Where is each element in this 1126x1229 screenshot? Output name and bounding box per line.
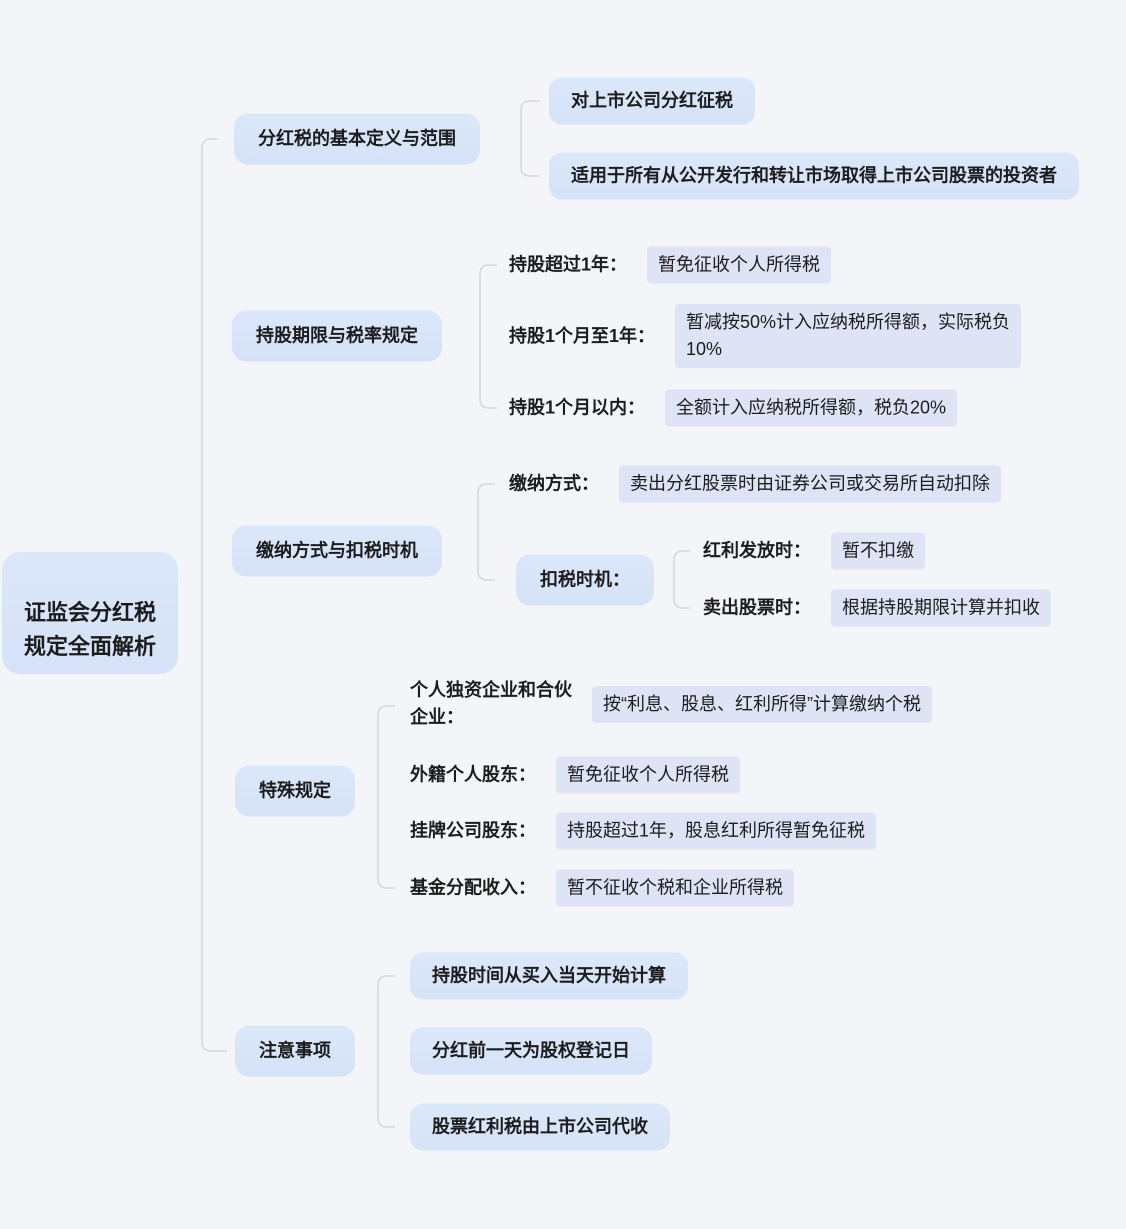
leaf-tax-collected-by-listed-company[interactable]: 股票红利税由上市公司代收 — [410, 1103, 670, 1151]
branch-notes[interactable]: 注意事项 — [235, 1025, 355, 1077]
row-fund-distribution-income[interactable]: 基金分配收入： 暂不征收个税和企业所得税 — [410, 869, 794, 907]
row-sole-proprietorship-partnership[interactable]: 个人独资企业和合伙 企业： 按“利息、股息、红利所得”计算缴纳个税 — [410, 677, 932, 731]
connector-branch3-children — [477, 483, 495, 581]
leaf-label: 分红前一天为股权登记日 — [432, 1040, 630, 1061]
root-label: 证监会分红税 规定全面解析 — [24, 600, 157, 659]
connector-branch1-children — [520, 100, 540, 177]
row-label: 持股1个月至1年： — [509, 325, 656, 346]
row-value-highlight: 按“利息、股息、红利所得”计算缴纳个税 — [592, 685, 932, 723]
connector-trunk — [201, 138, 227, 1052]
branch-payment-withholding[interactable]: 缴纳方式与扣税时机 — [232, 525, 442, 577]
row-dividend-payment-time[interactable]: 红利发放时： 暂不扣缴 — [703, 532, 925, 570]
row-label: 个人独资企业和合伙 企业： — [410, 680, 572, 727]
row-value-highlight: 暂不扣缴 — [831, 532, 925, 570]
branch-special-rules[interactable]: 特殊规定 — [235, 765, 355, 817]
connector-branch4-children — [377, 705, 395, 889]
row-label: 外籍个人股东： — [410, 764, 536, 785]
row-label: 红利发放时： — [703, 540, 811, 561]
leaf-applicable-investors[interactable]: 适用于所有从公开发行和转让市场取得上市公司股票的投资者 — [549, 152, 1079, 200]
leaf-label: 对上市公司分红征税 — [571, 90, 733, 111]
row-payment-method[interactable]: 缴纳方式： 卖出分红股票时由证券公司或交易所自动扣除 — [509, 465, 1001, 503]
connector-withholding-children — [673, 550, 690, 609]
leaf-label: 持股时间从买入当天开始计算 — [432, 965, 666, 986]
row-value-highlight: 暂减按50%计入应纳税所得额，实际税负 10% — [675, 304, 1022, 368]
row-value-highlight: 卖出分红股票时由证券公司或交易所自动扣除 — [619, 465, 1001, 503]
leaf-label: 股票红利税由上市公司代收 — [432, 1116, 648, 1137]
root-node[interactable]: 证监会分红税 规定全面解析 — [2, 552, 179, 674]
branch-label: 特殊规定 — [259, 780, 331, 801]
branch-definition-scope[interactable]: 分红税的基本定义与范围 — [234, 113, 480, 165]
row-value-highlight: 暂免征收个人所得税 — [647, 246, 832, 284]
row-value-highlight: 暂不征收个税和企业所得税 — [556, 869, 794, 907]
connector-branch2-children — [479, 264, 497, 409]
row-label: 挂牌公司股东： — [410, 820, 536, 841]
row-label: 基金分配收入： — [410, 877, 536, 898]
row-label: 持股1个月以内： — [509, 397, 646, 418]
row-value-highlight: 根据持股期限计算并扣收 — [831, 589, 1051, 627]
row-listed-otc-shareholder[interactable]: 挂牌公司股东： 持股超过1年，股息红利所得暂免征税 — [410, 812, 877, 850]
branch-label: 缴纳方式与扣税时机 — [256, 540, 418, 561]
row-holding-within-1month[interactable]: 持股1个月以内： 全额计入应纳税所得额，税负20% — [509, 389, 958, 427]
branch-holding-period-tax-rates[interactable]: 持股期限与税率规定 — [232, 310, 442, 362]
row-value-highlight: 暂免征收个人所得税 — [556, 756, 740, 794]
leaf-label: 适用于所有从公开发行和转让市场取得上市公司股票的投资者 — [571, 165, 1057, 186]
row-label: 持股超过1年： — [509, 254, 628, 275]
branch-label: 注意事项 — [259, 1040, 331, 1061]
row-holding-over-1-year[interactable]: 持股超过1年： 暂免征收个人所得税 — [509, 246, 832, 284]
leaf-record-date[interactable]: 分红前一天为股权登记日 — [410, 1027, 652, 1075]
subtopic-withholding-timing[interactable]: 扣税时机： — [516, 554, 654, 606]
leaf-tax-on-listed-company-dividends[interactable]: 对上市公司分红征税 — [549, 77, 755, 125]
row-label: 缴纳方式： — [509, 473, 599, 494]
row-holding-1month-to-1year[interactable]: 持股1个月至1年： 暂减按50%计入应纳税所得额，实际税负 10% — [509, 304, 1022, 368]
leaf-holding-time-calculation[interactable]: 持股时间从买入当天开始计算 — [410, 952, 688, 1000]
row-label: 卖出股票时： — [703, 597, 811, 618]
subtopic-label: 扣税时机： — [540, 569, 630, 590]
row-foreign-individual-shareholder[interactable]: 外籍个人股东： 暂免征收个人所得税 — [410, 756, 740, 794]
branch-label: 持股期限与税率规定 — [256, 325, 418, 346]
row-value-highlight: 持股超过1年，股息红利所得暂免征税 — [556, 812, 877, 850]
row-stock-sale-time[interactable]: 卖出股票时： 根据持股期限计算并扣收 — [703, 589, 1051, 627]
row-value-highlight: 全额计入应纳税所得额，税负20% — [665, 389, 958, 427]
connector-branch5-children — [377, 975, 395, 1128]
branch-label: 分红税的基本定义与范围 — [258, 128, 456, 149]
